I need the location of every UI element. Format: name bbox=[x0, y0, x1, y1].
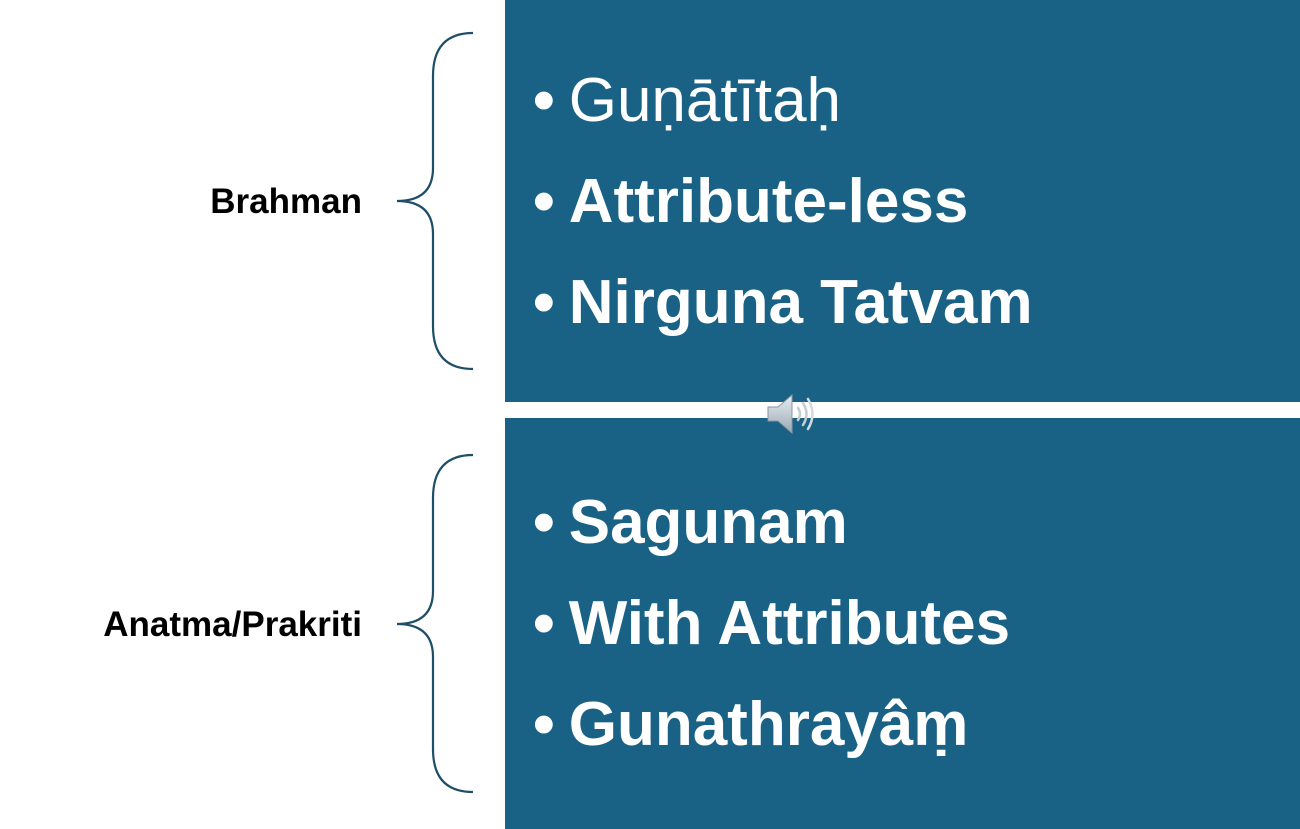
group-label-brahman: Brahman bbox=[210, 182, 362, 221]
group-box-brahman: • Guṇātītaḥ • Attribute-less • Nirguna T… bbox=[505, 0, 1300, 402]
left-brace-icon bbox=[396, 31, 474, 371]
item-text: With Attributes bbox=[568, 589, 1011, 658]
bullet-list: • Sagunam • With Attributes • Gunathrayâ… bbox=[533, 472, 1300, 775]
list-item: • Attribute-less bbox=[533, 151, 1300, 252]
group-box-anatma-prakriti: • Sagunam • With Attributes • Gunathrayâ… bbox=[505, 418, 1300, 829]
item-text: Nirguna Tatvam bbox=[568, 267, 1033, 337]
group-label-anatma-prakriti: Anatma/Prakriti bbox=[103, 605, 362, 644]
item-text: Sagunam bbox=[568, 488, 848, 557]
bullet-icon: • bbox=[533, 589, 555, 658]
item-text: Attribute-less bbox=[568, 166, 969, 236]
list-item: • Nirguna Tatvam bbox=[533, 252, 1300, 353]
list-item: • Gunathrayâṃ bbox=[533, 674, 1300, 775]
bullet-list: • Guṇātītaḥ • Attribute-less • Nirguna T… bbox=[533, 50, 1300, 353]
list-item: • Guṇātītaḥ bbox=[533, 50, 1300, 151]
list-item: • With Attributes bbox=[533, 573, 1300, 674]
bullet-icon: • bbox=[533, 166, 555, 236]
item-text: Guṇātītaḥ bbox=[568, 65, 842, 135]
bullet-icon: • bbox=[533, 488, 555, 557]
list-item: • Sagunam bbox=[533, 472, 1300, 573]
bullet-icon: • bbox=[533, 65, 555, 135]
bullet-icon: • bbox=[533, 690, 555, 759]
bullet-icon: • bbox=[533, 267, 555, 337]
item-text: Gunathrayâṃ bbox=[568, 690, 969, 759]
speaker-icon[interactable] bbox=[764, 390, 820, 438]
left-brace-icon bbox=[396, 453, 474, 794]
